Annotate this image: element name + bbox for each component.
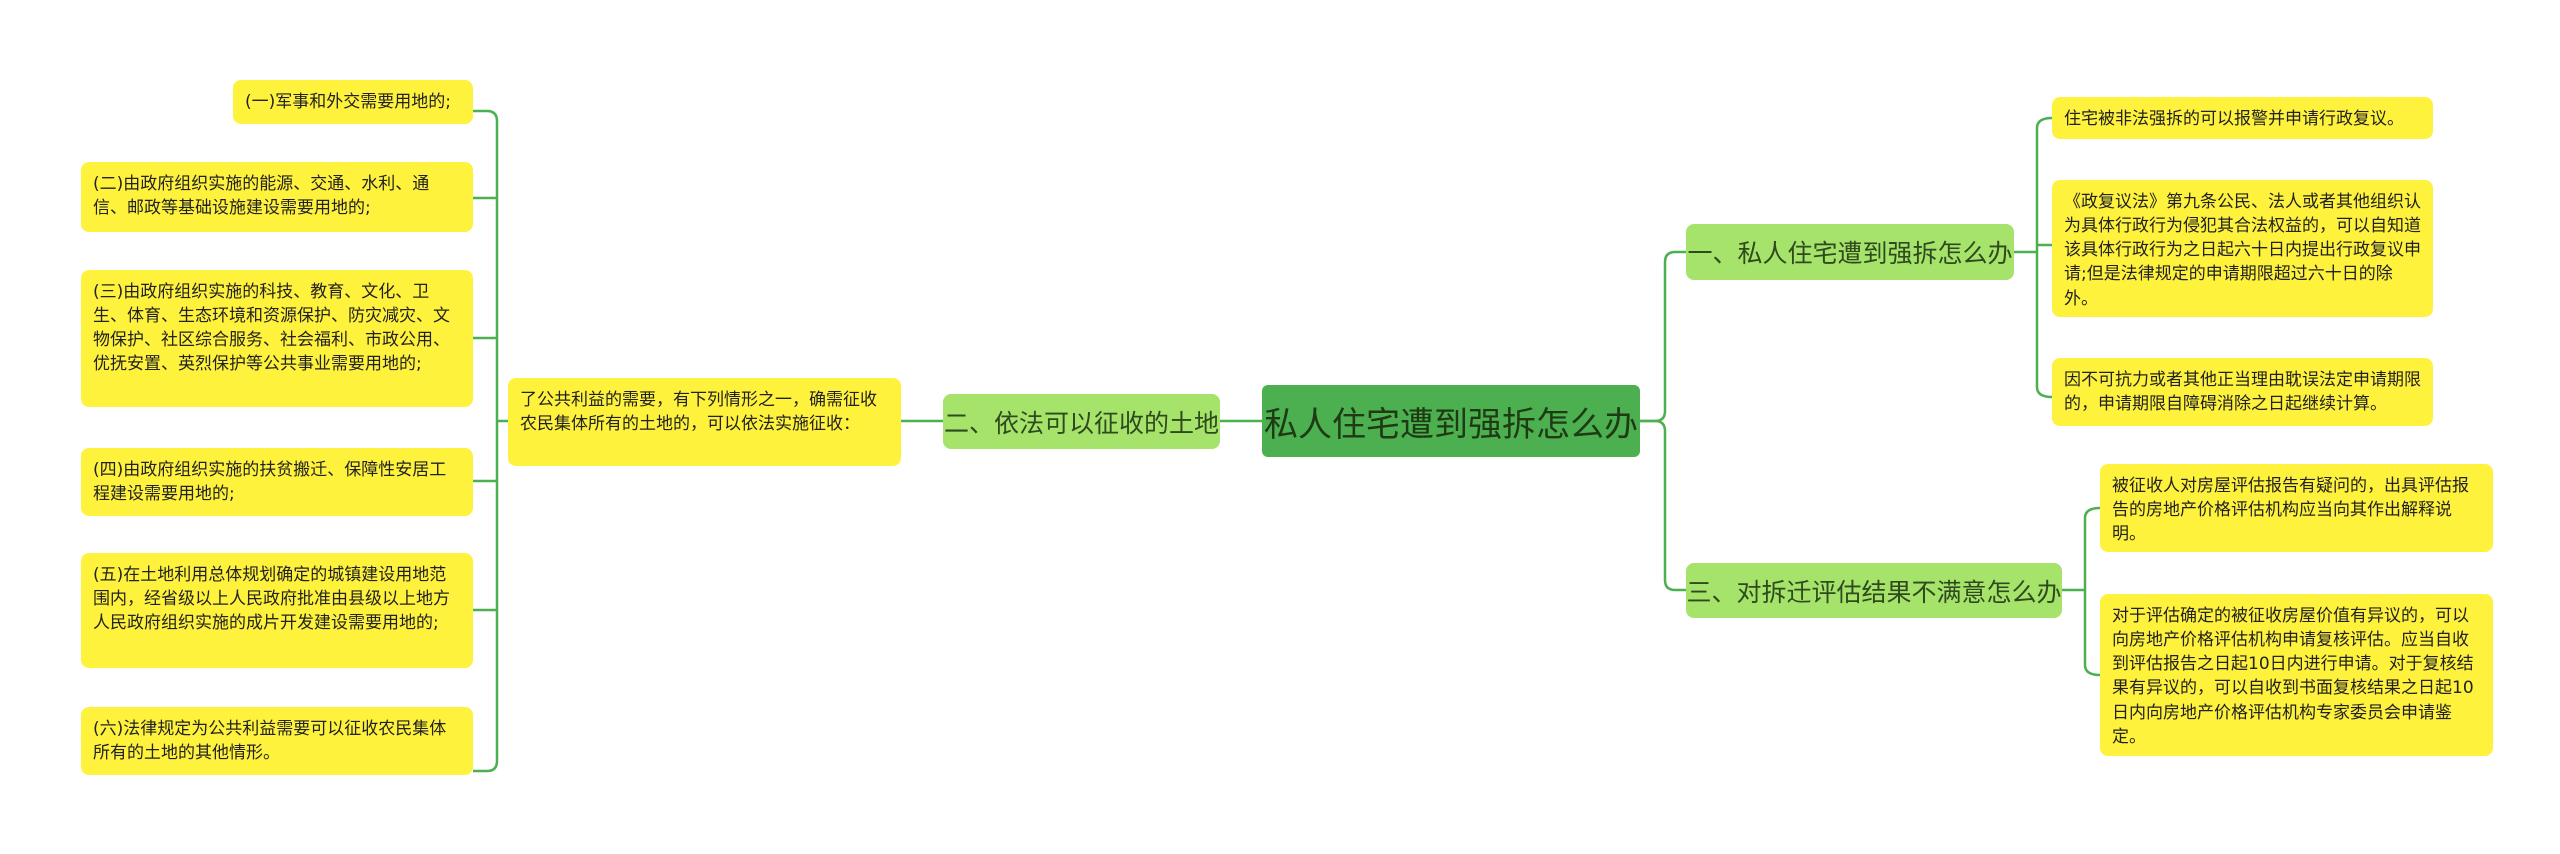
link-branch3-leaves: [2062, 506, 2101, 677]
branch-label: 二、依法可以征收的土地: [943, 408, 1219, 438]
leaf-text: 对于评估确定的被征收房屋价值有异议的，可以向房地产价格评估机构申请复核评估。应当…: [2112, 606, 2474, 747]
leaf-text: (三)由政府组织实施的科技、教育、文化、卫生、体育、生态环境和资源保护、防灾减灾…: [93, 282, 450, 375]
root-label: 私人住宅遭到强拆怎么办: [1264, 404, 1638, 445]
leaf-node-land-5[interactable]: (五)在土地利用总体规划确定的城镇建设用地范围内，经省级以上人民政府批准由县级以…: [81, 553, 473, 668]
branch-label: 三、对拆迁评估结果不满意怎么办: [1686, 577, 2062, 607]
leaf-node-demolition-3[interactable]: 因不可抗力或者其他正当理由耽误法定申请期限的，申请期限自障碍消除之日起继续计算。: [2052, 358, 2433, 426]
link-branch1-leaves: [2014, 116, 2053, 399]
leaf-text: (五)在土地利用总体规划确定的城镇建设用地范围内，经省级以上人民政府批准由县级以…: [93, 565, 450, 634]
link-root-branch3: [1640, 419, 1686, 592]
leaf-node-land-3[interactable]: (三)由政府组织实施的科技、教育、文化、卫生、体育、生态环境和资源保护、防灾减灾…: [81, 270, 473, 407]
leaf-node-land-4[interactable]: (四)由政府组织实施的扶贫搬迁、保障性安居工程建设需要用地的;: [81, 448, 473, 516]
leaf-text: (六)法律规定为公共利益需要可以征收农民集体所有的土地的其他情形。: [93, 719, 447, 764]
leaf-text: 《政复议法》第九条公民、法人或者其他组织认为具体行政行为侵犯其合法权益的，可以自…: [2064, 192, 2421, 309]
link-intro-leaves: [473, 109, 508, 773]
leaf-node-land-1[interactable]: (一)军事和外交需要用地的;: [233, 80, 473, 124]
leaf-node-land-2[interactable]: (二)由政府组织实施的能源、交通、水利、通信、邮政等基础设施建设需要用地的;: [81, 162, 473, 232]
leaf-node-appraisal-1[interactable]: 被征收人对房屋评估报告有疑问的，出具评估报告的房地产价格评估机构应当向其作出解释…: [2100, 464, 2493, 552]
intro-node[interactable]: 了公共利益的需要，有下列情形之一，确需征收农民集体所有的土地的，可以依法实施征收…: [508, 378, 901, 466]
leaf-node-demolition-1[interactable]: 住宅被非法强拆的可以报警并申请行政复议。: [2052, 97, 2433, 139]
branch-node-appraisal-dispute[interactable]: 三、对拆迁评估结果不满意怎么办: [1686, 563, 2062, 618]
intro-text: 了公共利益的需要，有下列情形之一，确需征收农民集体所有的土地的，可以依法实施征收…: [520, 390, 877, 435]
link-root-branch1: [1640, 250, 1686, 423]
leaf-node-appraisal-2[interactable]: 对于评估确定的被征收房屋价值有异议的，可以向房地产价格评估机构申请复核评估。应当…: [2100, 594, 2493, 756]
leaf-text: (四)由政府组织实施的扶贫搬迁、保障性安居工程建设需要用地的;: [93, 460, 447, 505]
leaf-text: (二)由政府组织实施的能源、交通、水利、通信、邮政等基础设施建设需要用地的;: [93, 174, 430, 219]
branch-node-land-expropriation[interactable]: 二、依法可以征收的土地: [943, 394, 1220, 449]
leaf-text: 被征收人对房屋评估报告有疑问的，出具评估报告的房地产价格评估机构应当向其作出解释…: [2112, 476, 2469, 545]
leaf-text: 因不可抗力或者其他正当理由耽误法定申请期限的，申请期限自障碍消除之日起继续计算。: [2064, 370, 2421, 415]
leaf-node-demolition-2[interactable]: 《政复议法》第九条公民、法人或者其他组织认为具体行政行为侵犯其合法权益的，可以自…: [2052, 180, 2433, 317]
branch-label: 一、私人住宅遭到强拆怎么办: [1687, 239, 2013, 268]
leaf-node-land-6[interactable]: (六)法律规定为公共利益需要可以征收农民集体所有的土地的其他情形。: [81, 707, 473, 775]
root-node[interactable]: 私人住宅遭到强拆怎么办: [1262, 385, 1640, 457]
branch-node-demolition-response[interactable]: 一、私人住宅遭到强拆怎么办: [1686, 224, 2014, 280]
leaf-text: 住宅被非法强拆的可以报警并申请行政复议。: [2064, 109, 2404, 129]
leaf-text: (一)军事和外交需要用地的;: [245, 92, 451, 112]
